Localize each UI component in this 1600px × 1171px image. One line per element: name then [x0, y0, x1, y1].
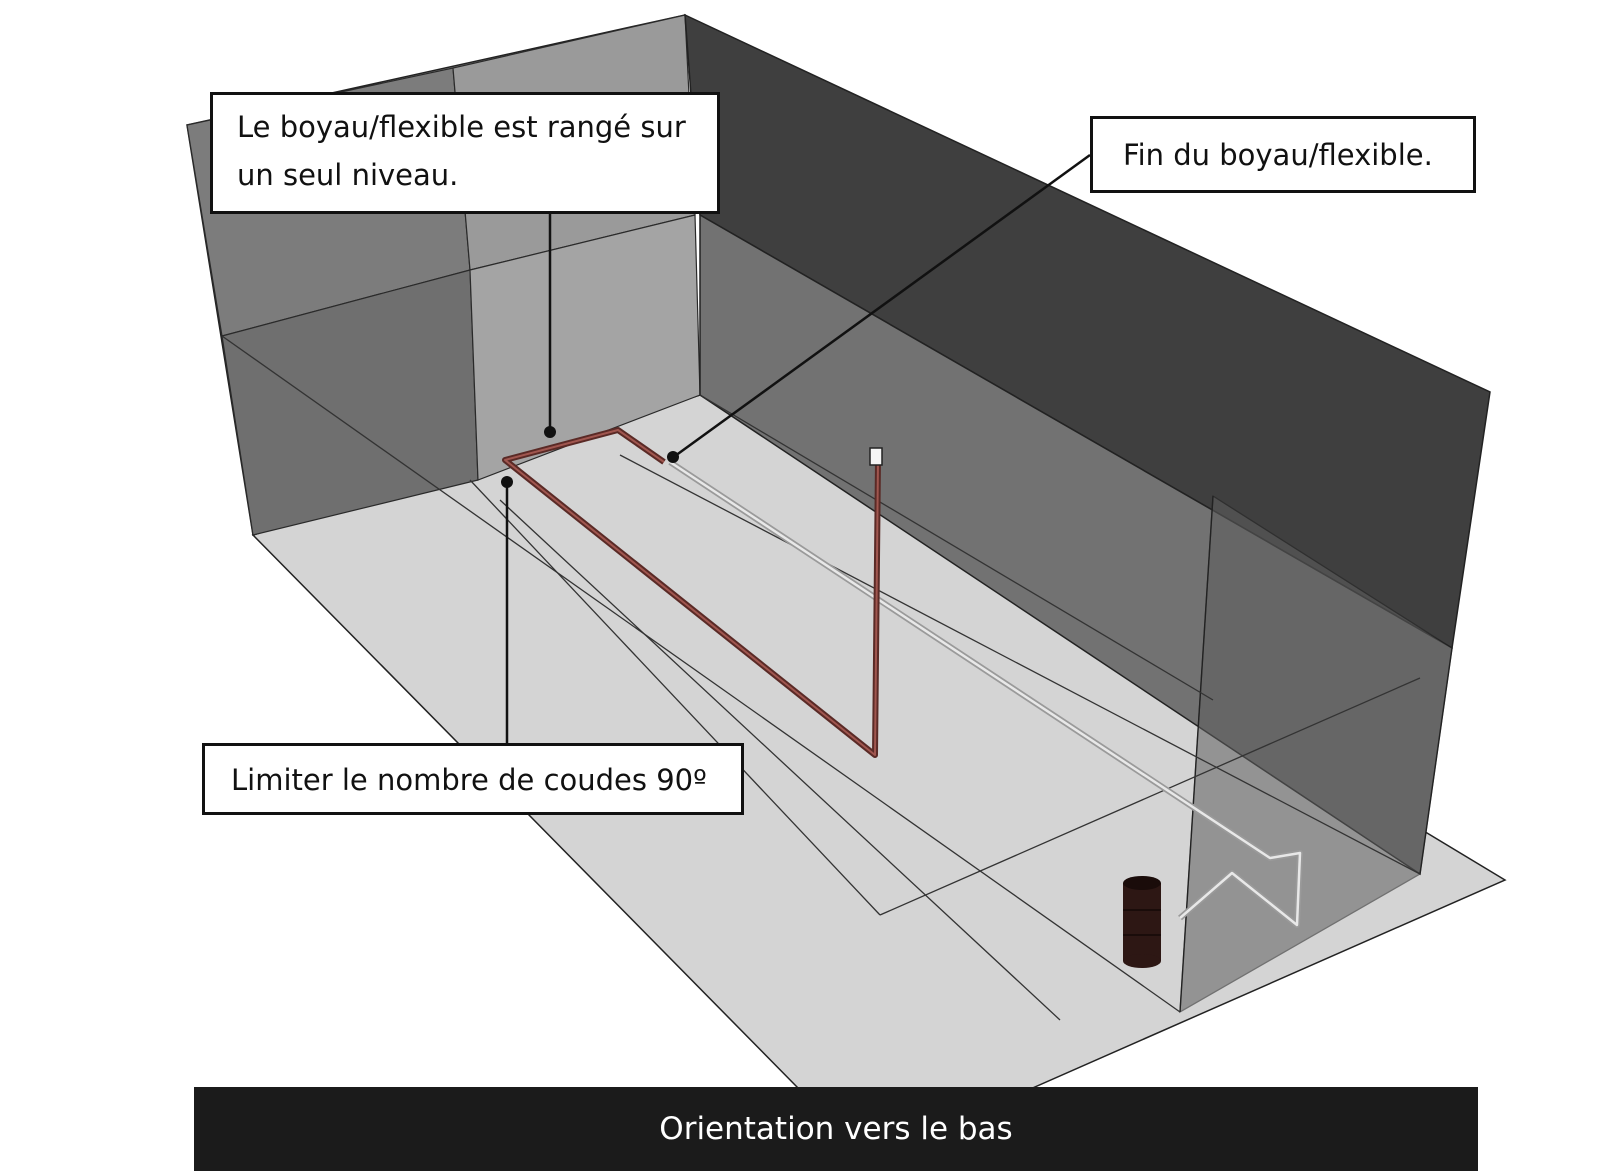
callout-hose-end: Fin du boyau/flexible.	[1090, 116, 1476, 193]
callout-leader-dots	[501, 426, 679, 488]
brown-hose-highlight	[504, 429, 879, 756]
hose-nozzle-icon	[869, 447, 883, 466]
divider-edge-line	[1179, 495, 1214, 1013]
caption-bar: Orientation vers le bas	[194, 1087, 1478, 1171]
callout-limit-elbows: Limiter le nombre de coudes 90º	[202, 743, 744, 815]
callout-leader-lines	[505, 153, 1091, 743]
barrel-icon	[1123, 876, 1161, 968]
floor-guide-lines	[221, 335, 1421, 1021]
callout-single-level: Le boyau/flexible est rangé sur un seul …	[210, 92, 720, 214]
grey-hose-highlight	[669, 460, 1302, 927]
